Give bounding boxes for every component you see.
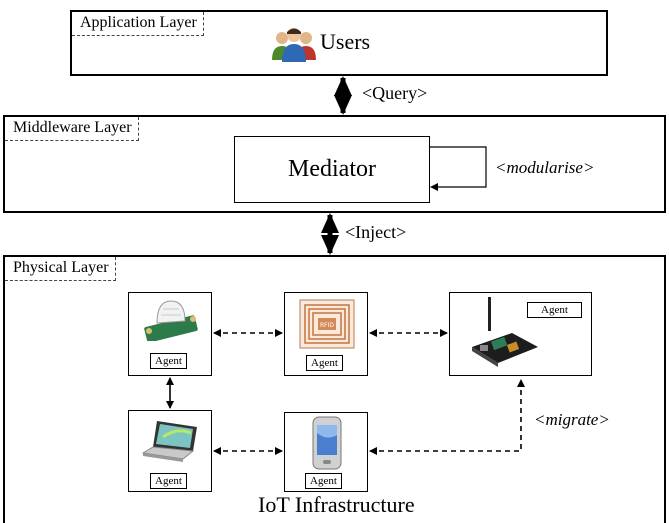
motion-sensor-node: Agent (128, 292, 212, 376)
application-layer-label: Application Layer (72, 12, 204, 36)
agent-label: Agent (305, 473, 342, 489)
agent-label: Agent (527, 302, 582, 318)
query-label: <Query> (362, 83, 428, 103)
migrate-link (369, 379, 525, 455)
motion-sensor-icon (141, 297, 201, 346)
users-icon (270, 26, 318, 62)
agent-label: Agent (150, 353, 187, 369)
application-layer: Application Layer Users (70, 10, 608, 76)
laptop-node: Agent (128, 410, 212, 492)
smartphone-icon (311, 415, 343, 476)
middleware-layer: Middleware Layer Mediator <modularise> (3, 115, 666, 213)
wireless-board-icon (468, 295, 540, 376)
physical-layer-label: Physical Layer (5, 257, 116, 281)
smartphone-node: Agent (284, 412, 368, 492)
users-label: Users (320, 29, 371, 54)
modularise-label: <modularise> (495, 158, 595, 177)
migrate-label: <migrate> (534, 410, 610, 429)
mediator-box: Mediator (234, 136, 430, 203)
svg-text:RFID: RFID (320, 322, 334, 329)
modularise-loop-arrow (429, 146, 487, 188)
agent-label: Agent (306, 355, 343, 371)
iot-infrastructure-caption: IoT Infrastructure (258, 492, 415, 517)
inject-label: <Inject> (345, 222, 407, 242)
wireless-board-node: Agent (449, 292, 592, 376)
laptop-icon (141, 417, 201, 470)
rfid-tag-node: RFID Agent (284, 292, 368, 376)
rfid-tag-icon: RFID (299, 299, 355, 354)
mediator-label: Mediator (288, 156, 376, 182)
middleware-layer-label: Middleware Layer (5, 117, 139, 141)
agent-label: Agent (150, 473, 187, 489)
